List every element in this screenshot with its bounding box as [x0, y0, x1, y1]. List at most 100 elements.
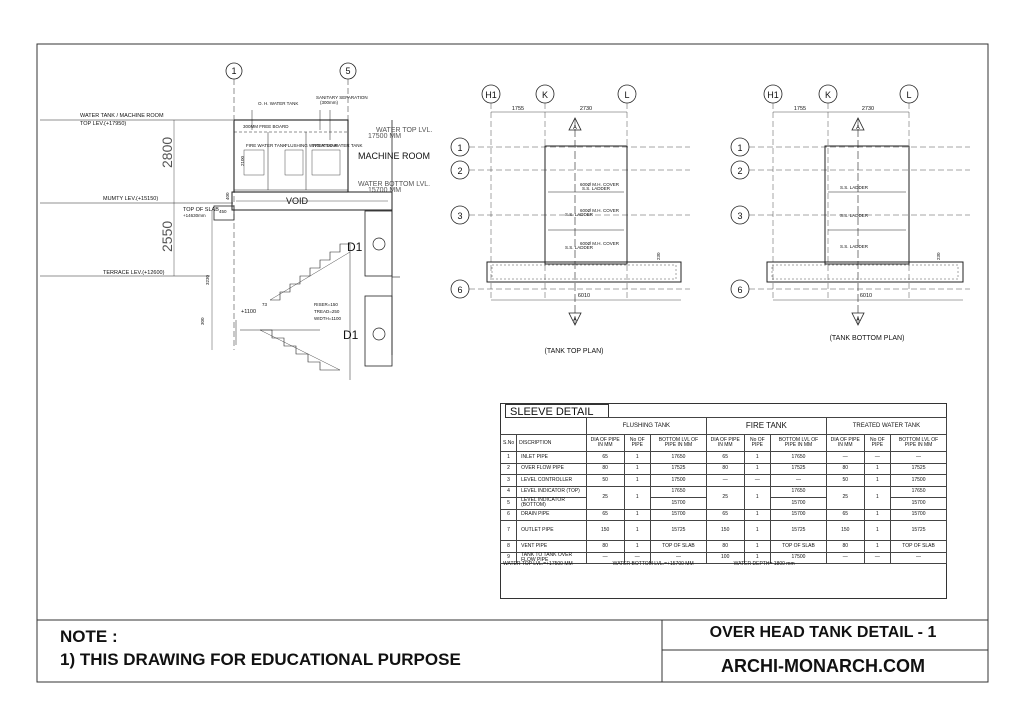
sleeve-detail-title: SLEEVE DETAIL [505, 404, 609, 418]
tank-bottom-plan-labels: H1 K L 1 2 3 6 A A 1755 2730 6010 S.S. L… [737, 90, 941, 342]
cell-t-no: — [863, 551, 892, 564]
cell-sno: 3 [499, 474, 518, 487]
foot-water-top: WATER TOP LVL.=+17500 MM [503, 561, 573, 567]
plan-top-dim-230: 230 [656, 252, 661, 260]
cell-t-lvl: TOP OF SLAB [890, 540, 947, 553]
note-heading: NOTE : [60, 627, 118, 646]
cell-t-lvl: 15700 [890, 497, 947, 510]
cell-x-dia: 80 [705, 462, 745, 475]
cell-x-lvl: — [770, 474, 827, 487]
col-x-dia: DIA OF PIPE IN MM [705, 434, 745, 452]
dim-300: 300 [200, 317, 205, 325]
sleeve-blank-header [500, 417, 587, 435]
cell-f-dia: 25 [585, 485, 625, 510]
group-flushing: FLUSHING TANK [585, 417, 707, 435]
cell-t-dia: 65 [825, 508, 865, 521]
cell-t-dia: 80 [825, 462, 865, 475]
sleeve-footer: WATER TOP LVL.=+17500 MM WATER BOTTOM LV… [503, 561, 795, 567]
flushing-label: FLUSHING WATER TANK [285, 143, 338, 148]
cell-t-dia: 150 [825, 520, 865, 541]
mumty-lev-label: MUMTY LEV.(+15150) [103, 196, 158, 202]
plan-bottom-section-mark-bottom: A [856, 317, 860, 323]
cell-x-dia: 80 [705, 540, 745, 553]
table-row: 9 TANK TO TANK OVER FLOW PIPE — — — 100 … [499, 551, 947, 564]
cell-t-dia: 25 [825, 485, 865, 510]
cell-x-no: 1 [743, 485, 772, 510]
cell-f-lvl: — [650, 551, 707, 564]
water-top-val: 17500 MM [368, 133, 401, 140]
cell-t-dia: — [825, 551, 865, 564]
section-elevation [40, 62, 400, 380]
site-name: ARCHI-MONARCH.COM [721, 656, 925, 676]
cell-x-no: — [743, 474, 772, 487]
cell-f-no: 1 [623, 462, 652, 475]
col-t-dia: DIA OF PIPE IN MM [825, 434, 865, 452]
cell-x-lvl: 17650 [770, 451, 827, 464]
cell-t-no: 1 [863, 462, 892, 475]
cell-t-lvl: — [890, 551, 947, 564]
dim-1100: +1100 [241, 309, 256, 315]
cell-f-dia: 50 [585, 474, 625, 487]
cell-f-no: 1 [623, 485, 652, 510]
col-t-no: No OF PIPE [863, 434, 892, 452]
cell-f-dia: 80 [585, 540, 625, 553]
cell-t-no: 1 [863, 474, 892, 487]
cell-f-lvl: 15700 [650, 497, 707, 510]
cell-desc: OVER FLOW PIPE [516, 462, 587, 475]
plan-bottom-grid-6: 6 [737, 285, 742, 295]
dim-450: 450 [219, 209, 227, 214]
cell-sno: 9 [499, 551, 518, 564]
dim-3230: 3230 [205, 274, 210, 285]
plan-bottom-grid-k: K [825, 90, 831, 100]
cell-f-lvl: TOP OF SLAB [650, 540, 707, 553]
plan-bottom-ladder-3: S.S. LADDER [840, 244, 869, 249]
width-label: WIDTH=1100 [314, 316, 342, 321]
sleeve-column-header-row: S.No DISCRIPTION DIA OF PIPE IN MM No OF… [499, 434, 947, 452]
cell-desc: VENT PIPE [516, 540, 587, 553]
cell-x-lvl: 15700 [770, 508, 827, 521]
cell-x-lvl: 17650 [770, 485, 827, 498]
door-label-lower: D1 [343, 328, 359, 342]
cell-desc: LEVEL CONTROLLER [516, 474, 587, 487]
group-fire: FIRE TANK [705, 417, 827, 435]
col-sno: S.No [499, 434, 518, 452]
cell-f-dia: 80 [585, 462, 625, 475]
plan-bottom-grid-h1: H1 [767, 90, 779, 100]
dim-400: 400 [225, 192, 230, 200]
riser-label: RISER=150 [314, 302, 338, 307]
terrace-lev-label: TERRACE LEV.(+12600) [103, 270, 165, 276]
plan-top-grid-h1: H1 [485, 90, 497, 100]
plan-top-cover-2: 600Ø M.H. COVER [580, 208, 620, 213]
table-row: 5 LEVEL INDICATOR (BOTTOM) 15700 15700 1… [499, 497, 947, 510]
plan-top-grid-3: 3 [457, 211, 462, 221]
cell-f-lvl: 17500 [650, 474, 707, 487]
cell-f-lvl: 17650 [650, 451, 707, 464]
plan-top-section-mark-top: A [573, 125, 577, 131]
cell-x-dia: 150 [705, 520, 745, 541]
foot-water-bottom: WATER BOTTOM LVL.=+15700 MM [612, 561, 694, 567]
cell-sno: 4 [499, 485, 518, 498]
sleeve-detail-table: FLUSHING TANK FIRE TANK TREATED WATER TA… [499, 417, 948, 564]
fire-water-label: FIRE WATER TANK [246, 143, 286, 148]
cell-sno: 1 [499, 451, 518, 464]
cell-x-lvl: 15700 [770, 497, 827, 510]
plan-bottom-section-mark-top: A [856, 125, 860, 131]
cell-t-lvl: 17650 [890, 485, 947, 498]
plan-bottom-dim-230: 230 [936, 252, 941, 260]
col-x-no: No OF PIPE [743, 434, 772, 452]
cell-f-no: 1 [623, 451, 652, 464]
water-top-lvl: WATER TOP LVL. [376, 127, 432, 134]
cell-x-dia: 25 [705, 485, 745, 510]
ohwt-label: O. H. WATER TANK [258, 101, 298, 106]
cell-f-no: 1 [623, 508, 652, 521]
cell-x-dia: — [705, 474, 745, 487]
plan-top-ladder-2: S.S. LADDER [565, 212, 594, 217]
cell-f-no: 1 [623, 520, 652, 541]
plan-top-grid-6: 6 [457, 285, 462, 295]
grid-label-5: 5 [345, 66, 350, 76]
cell-desc: TANK TO TANK OVER FLOW PIPE [516, 551, 587, 564]
dim-2800: 2800 [159, 137, 175, 168]
dim-2550: 2550 [159, 221, 175, 252]
cell-x-dia: 65 [705, 508, 745, 521]
